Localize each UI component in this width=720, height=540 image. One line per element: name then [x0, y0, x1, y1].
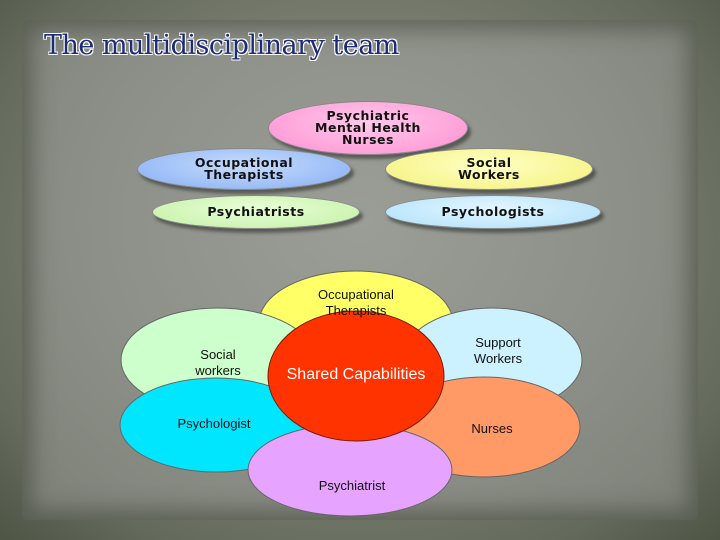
slide-title: The multidisciplinary team: [44, 30, 399, 61]
petal-label-nurses: Nurses: [471, 421, 513, 436]
petal-label-support-workers: Support Workers: [473, 335, 523, 366]
oval-occupational-therapists: Occupational Therapists: [137, 148, 351, 190]
center-shared-capabilities: [267, 310, 445, 442]
petal-label-psychologist: Psychologist: [177, 416, 251, 431]
oval-psychiatric-mental-health-nurses: Psychiatric Mental Health Nurses: [268, 101, 468, 155]
petal-label-psychiatrist: Psychiatrist: [318, 478, 386, 493]
oval-psychologists: Psychologists: [385, 195, 601, 229]
petal-label-occupational-therapists: Occupational Therapists: [318, 287, 394, 318]
petal-label-social-workers: Social workers: [195, 347, 241, 378]
oval-social-workers: Social Workers: [385, 148, 593, 190]
center-label-shared-capabilities: Shared Capabilities: [286, 366, 426, 383]
oval-psychiatrists: Psychiatrists: [152, 195, 360, 229]
